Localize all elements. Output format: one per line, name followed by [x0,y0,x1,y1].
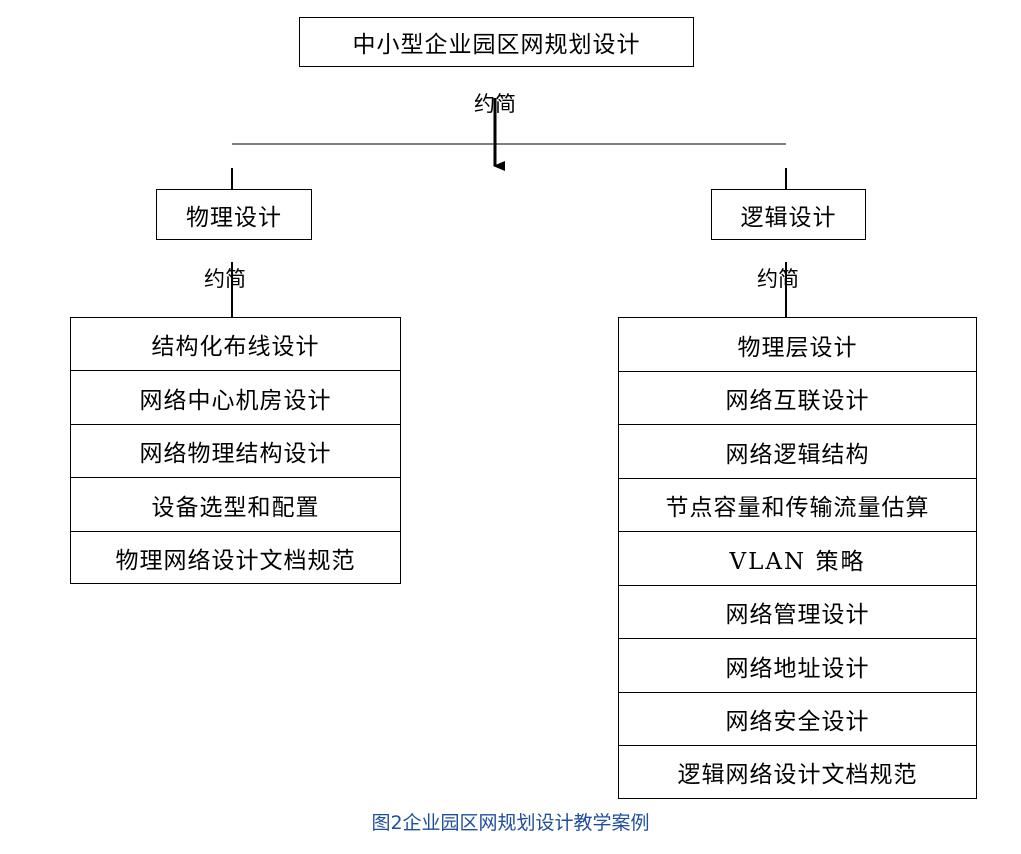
list-item: 节点容量和传输流量估算 [619,479,976,532]
logical-items-list: 物理层设计 网络互联设计 网络逻辑结构 节点容量和传输流量估算 VLAN 策略 … [618,317,977,799]
logical-design-box: 逻辑设计 [711,189,866,240]
list-item: 网络中心机房设计 [71,371,400,425]
root-box: 中小型企业园区网规划设计 [299,17,694,67]
list-item: 网络互联设计 [619,372,976,425]
list-item: VLAN 策略 [619,532,976,586]
physical-reduce-label: 约简 [204,267,246,291]
list-item: 网络逻辑结构 [619,425,976,479]
list-item: 设备选型和配置 [71,478,400,532]
logical-design-title: 逻辑设计 [740,204,837,231]
list-item: 网络管理设计 [619,586,976,639]
list-item: 结构化布线设计 [71,318,400,371]
list-item: 网络物理结构设计 [71,425,400,478]
physical-design-title: 物理设计 [186,204,282,231]
figure-caption: 图2企业园区网规划设计教学案例 [371,812,650,834]
list-item: 物理层设计 [619,318,976,372]
logical-reduce-label: 约简 [757,267,799,291]
root-reduce-label: 约简 [474,92,516,116]
list-item: 物理网络设计文档规范 [115,547,356,574]
list-item: 逻辑网络设计文档规范 [677,762,918,788]
physical-items-list: 结构化布线设计 网络中心机房设计 网络物理结构设计 设备选型和配置 物理网络设计… [70,317,401,584]
physical-design-box: 物理设计 [156,189,312,240]
list-item: 网络地址设计 [619,639,976,693]
list-item: 网络安全设计 [619,693,976,746]
root-title: 中小型企业园区网规划设计 [352,32,641,58]
